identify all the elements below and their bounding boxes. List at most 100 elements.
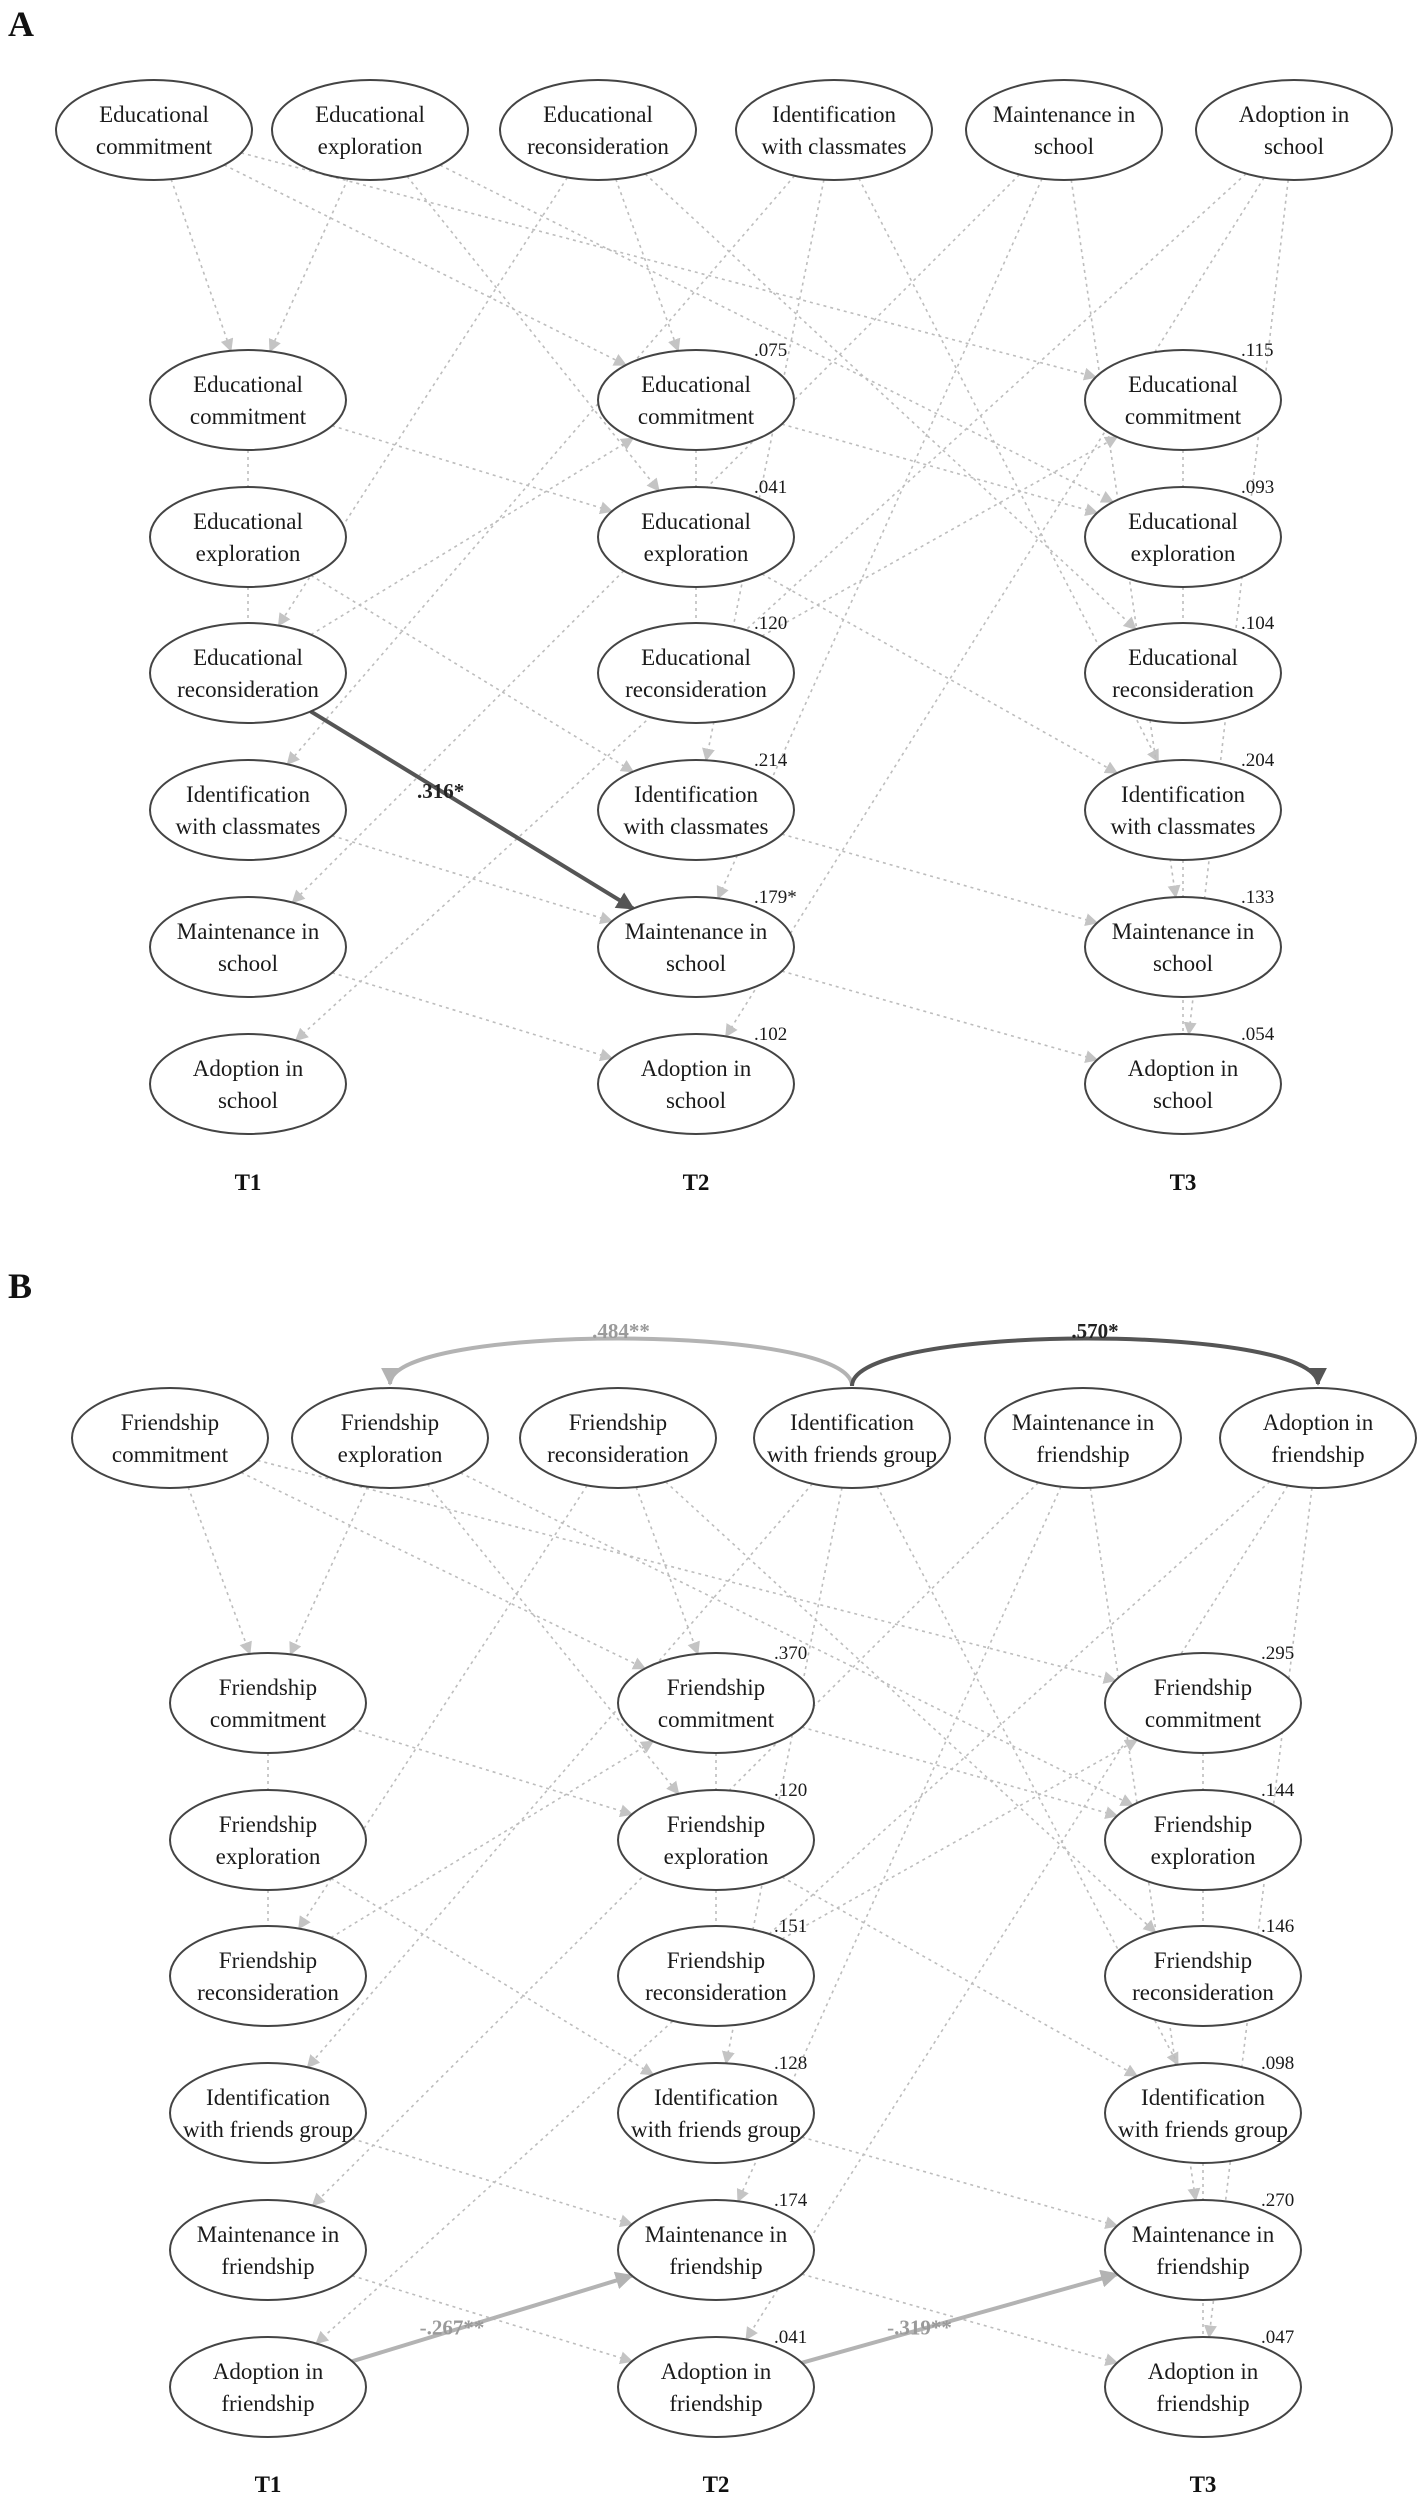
node-label-line: Identification bbox=[654, 2085, 778, 2110]
node-ellipse bbox=[169, 1652, 367, 1754]
r-squared-label: .104 bbox=[1241, 613, 1275, 634]
node-label-line: exploration bbox=[338, 1442, 443, 1467]
r-squared-label: .093 bbox=[1241, 477, 1274, 498]
node-label-line: school bbox=[1153, 951, 1213, 976]
node-label-line: school bbox=[218, 1088, 278, 1113]
node-label-line: reconsideration bbox=[1132, 1980, 1274, 2005]
node-label-line: Friendship bbox=[121, 1410, 219, 1435]
dotted-path bbox=[170, 178, 234, 352]
node-label-line: Friendship bbox=[219, 1948, 317, 1973]
node-ellipse bbox=[1084, 486, 1282, 588]
dotted-path bbox=[702, 179, 825, 762]
node-ellipse bbox=[169, 2336, 367, 2438]
dotted-path bbox=[665, 1481, 1157, 1934]
r-squared-label: .133 bbox=[1241, 887, 1274, 908]
dotted-path bbox=[725, 177, 1265, 1038]
path-coefficient-label: .316* bbox=[417, 779, 464, 803]
node-ellipse bbox=[71, 1387, 269, 1489]
node-label-line: Educational bbox=[193, 645, 303, 670]
dotted-path bbox=[257, 1459, 1117, 1684]
node-ellipse bbox=[753, 1387, 951, 1489]
node-ellipse bbox=[1104, 2336, 1302, 2438]
node-ellipse bbox=[617, 2336, 815, 2438]
node-label-line: school bbox=[666, 951, 726, 976]
node-ellipse bbox=[617, 1652, 815, 1754]
diagram-labels: A.075.041.120.214.179*.102.115.093.104.2… bbox=[8, 4, 1295, 2497]
r-squared-label: .144 bbox=[1261, 1780, 1295, 1801]
dotted-path bbox=[268, 178, 349, 353]
path-319 bbox=[801, 2269, 1119, 2365]
node-label-line: Educational bbox=[641, 372, 751, 397]
node-ellipse bbox=[1219, 1387, 1417, 1489]
node-label-line: Friendship bbox=[667, 1812, 765, 1837]
node-label-line: Educational bbox=[1128, 509, 1238, 534]
node-label-line: exploration bbox=[216, 1844, 321, 1869]
node-label-line: Friendship bbox=[569, 1410, 667, 1435]
node-label-line: friendship bbox=[1271, 1442, 1364, 1467]
node-label-line: friendship bbox=[1156, 2391, 1249, 2416]
dotted-path bbox=[351, 2137, 634, 2228]
node-ellipse bbox=[149, 622, 347, 724]
dotted-path bbox=[315, 1480, 1271, 2345]
node-label-line: with friends group bbox=[183, 2117, 353, 2142]
node-label-line: school bbox=[218, 951, 278, 976]
node-label-line: friendship bbox=[669, 2254, 762, 2279]
node-ellipse bbox=[55, 79, 253, 181]
dotted-path bbox=[745, 1485, 1289, 2341]
dotted-path bbox=[223, 164, 628, 366]
node-label-line: exploration bbox=[196, 541, 301, 566]
time-label-t1: T1 bbox=[235, 1170, 262, 1195]
node-label-line: with classmates bbox=[762, 134, 907, 159]
node-ellipse bbox=[617, 1789, 815, 1891]
node-label-line: Adoption in bbox=[661, 2359, 772, 2384]
node-label-line: Identification bbox=[634, 782, 758, 807]
node-ellipse bbox=[597, 896, 795, 998]
t3-node-friendship-reconsideration: Friendship reconsideration bbox=[1104, 1925, 1302, 2027]
node-label-line: Maintenance in bbox=[645, 2222, 788, 2247]
dotted-path bbox=[1089, 1487, 1201, 2202]
node-label-line: Friendship bbox=[1154, 1948, 1252, 1973]
r-squared-label: .102 bbox=[754, 1024, 787, 1045]
dotted-path bbox=[294, 173, 1247, 1042]
node-label-line: Friendship bbox=[219, 1812, 317, 1837]
node-label-line: reconsideration bbox=[1112, 677, 1254, 702]
node-label-line: Maintenance in bbox=[1132, 2222, 1275, 2247]
node-ellipse bbox=[1104, 2199, 1302, 2301]
node-label-line: reconsideration bbox=[645, 1980, 787, 2005]
dotted-path bbox=[635, 1486, 700, 1656]
node-ellipse bbox=[499, 79, 697, 181]
time-label-t3: T3 bbox=[1170, 1170, 1197, 1195]
node-ellipse bbox=[1104, 2062, 1302, 2164]
r-squared-label: .370 bbox=[774, 1643, 807, 1664]
construct-nodes: EducationalcommitmentEducationalexplorat… bbox=[55, 79, 1417, 2438]
node-ellipse bbox=[169, 2062, 367, 2164]
node-ellipse bbox=[1084, 349, 1282, 451]
node-label-line: Adoption in bbox=[641, 1056, 752, 1081]
node-ellipse bbox=[984, 1387, 1182, 1489]
dotted-path bbox=[460, 1472, 1134, 1806]
dotted-path bbox=[351, 1727, 634, 1818]
time-label-t2: T2 bbox=[703, 2472, 730, 2497]
t1-node-friendship-exploration: Friendship exploration bbox=[169, 1789, 367, 1891]
node-label-line: Educational bbox=[99, 102, 209, 127]
dotted-path bbox=[801, 2136, 1119, 2229]
dotted-path bbox=[331, 834, 614, 925]
node-ellipse bbox=[169, 1789, 367, 1891]
